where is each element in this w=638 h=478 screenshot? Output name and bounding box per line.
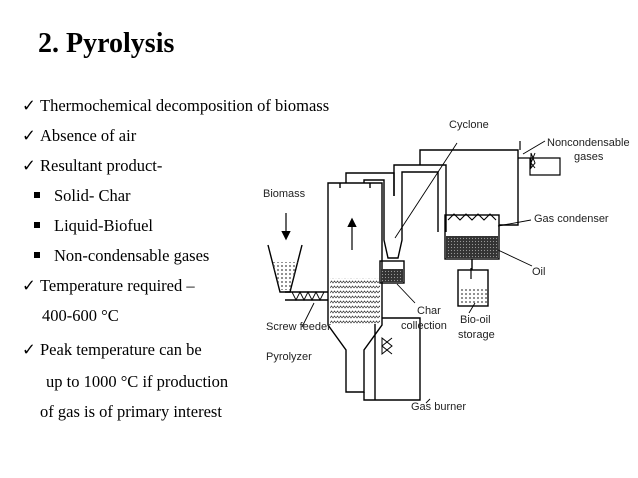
char-collection-box bbox=[379, 260, 405, 284]
label-storage: storage bbox=[458, 329, 495, 341]
label-gas-burner: Gas burner bbox=[411, 401, 466, 413]
char-fill bbox=[381, 269, 403, 282]
label-biomass: Biomass bbox=[263, 188, 306, 200]
check-icon: ✓ bbox=[22, 340, 36, 359]
check-icon: ✓ bbox=[22, 126, 36, 145]
label-collection: collection bbox=[401, 320, 447, 332]
label-oil: Oil bbox=[532, 266, 545, 278]
sub-bullet-text: Liquid-Biofuel bbox=[54, 216, 153, 235]
sub-bullet-text: Non-condensable gases bbox=[54, 246, 210, 265]
label-gases: gases bbox=[574, 151, 604, 163]
bullet-temperature: ✓Temperature required – bbox=[22, 276, 195, 296]
label-noncondensable: Noncondensable bbox=[547, 137, 630, 149]
bed-material bbox=[330, 278, 380, 324]
burner-valve-icon bbox=[381, 336, 393, 356]
label-gas-condenser: Gas condenser bbox=[534, 213, 609, 225]
bullet-decomposition: ✓Thermochemical decomposition of biomass bbox=[22, 96, 329, 116]
bullet-text: Thermochemical decomposition of biomass bbox=[40, 96, 330, 115]
label-cyclone: Cyclone bbox=[449, 119, 489, 131]
sub-bullet-text: Solid- Char bbox=[54, 186, 131, 205]
condensate-fill bbox=[446, 236, 498, 258]
square-bullet-icon bbox=[34, 192, 40, 199]
sub-bullet-gases: Non-condensable gases bbox=[34, 246, 209, 266]
square-bullet-icon bbox=[34, 222, 40, 229]
bullet-text: Peak temperature can be bbox=[40, 340, 202, 359]
temperature-range: 400-600 °C bbox=[42, 306, 119, 325]
bullet-absence-air: ✓Absence of air bbox=[22, 126, 136, 146]
gas-vent-valve-icon bbox=[530, 152, 536, 170]
bio-oil-fill bbox=[459, 288, 487, 305]
sub-bullet-char: Solid- Char bbox=[34, 186, 131, 206]
check-icon: ✓ bbox=[22, 276, 36, 295]
peak-continuation-1: up to 1000 °C if production bbox=[46, 372, 229, 391]
bullet-resultant: ✓Resultant product- bbox=[22, 156, 162, 176]
cyclone bbox=[383, 196, 403, 259]
label-screw-feeder: Screw feeder bbox=[266, 321, 331, 333]
biomass-fill bbox=[272, 262, 298, 290]
square-bullet-icon bbox=[34, 252, 40, 259]
label-pyrolyzer: Pyrolyzer bbox=[266, 351, 312, 363]
bullet-text: Absence of air bbox=[40, 126, 137, 145]
bullet-text: Resultant product- bbox=[40, 156, 163, 175]
peak-continuation-2: of gas is of primary interest bbox=[40, 402, 222, 421]
sub-bullet-biofuel: Liquid-Biofuel bbox=[34, 216, 153, 236]
check-icon: ✓ bbox=[22, 156, 36, 175]
bullet-text: Temperature required – bbox=[40, 276, 195, 295]
bullet-peak: ✓Peak temperature can be bbox=[22, 340, 202, 360]
label-char: Char bbox=[417, 305, 441, 317]
label-bio-oil: Bio-oil bbox=[460, 314, 491, 326]
check-icon: ✓ bbox=[22, 96, 36, 115]
screw-spiral-icon bbox=[291, 290, 325, 302]
condenser-coil-icon bbox=[447, 213, 497, 221]
slide-title: 2. Pyrolysis bbox=[38, 28, 175, 59]
